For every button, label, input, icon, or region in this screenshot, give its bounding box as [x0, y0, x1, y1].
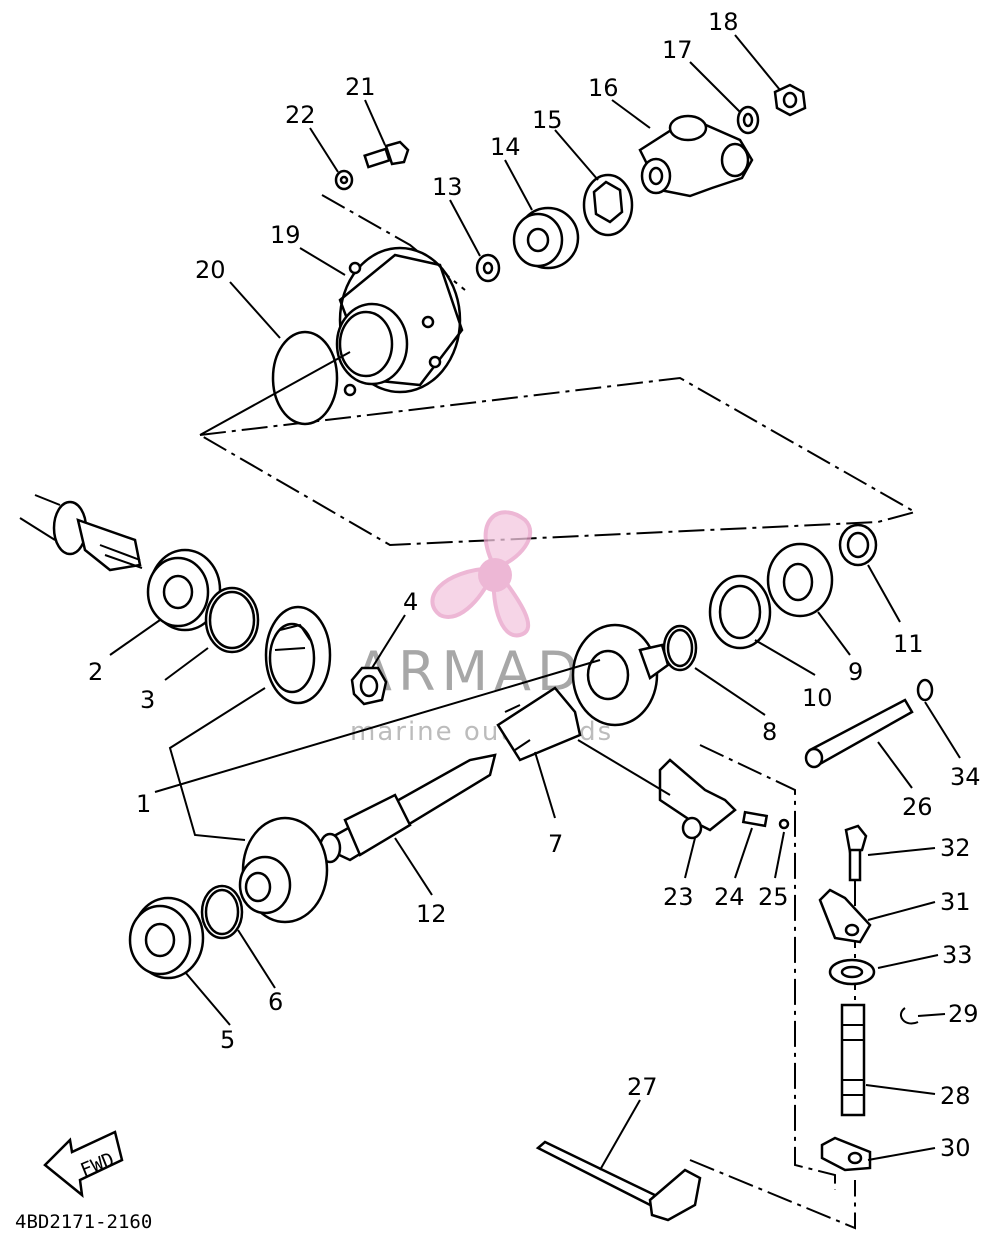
callout-17: 17 — [662, 36, 693, 64]
callout-21: 21 — [345, 73, 376, 101]
part-reverse-gear — [571, 623, 670, 727]
part-33-bushing — [828, 958, 876, 986]
part-14-bearing — [512, 206, 580, 270]
callout-1: 1 — [136, 790, 151, 818]
callout-7: 7 — [548, 830, 563, 858]
part-19-housing — [335, 246, 464, 397]
callout-3: 3 — [140, 686, 155, 714]
part-6-shim — [200, 884, 244, 940]
callout-11: 11 — [893, 630, 924, 658]
part-4-nut — [350, 666, 388, 706]
part-15-seal — [582, 173, 634, 237]
callout-27: 27 — [627, 1073, 658, 1101]
callout-22: 22 — [285, 101, 316, 129]
part-forward-gear-pinion — [238, 816, 329, 924]
callout-12: 12 — [416, 900, 447, 928]
callout-26: 26 — [902, 793, 933, 821]
callout-13: 13 — [432, 173, 463, 201]
part-22-washer — [334, 169, 354, 191]
part-32-bolt — [844, 824, 868, 882]
callout-15: 15 — [532, 106, 563, 134]
leader-lines — [109, 34, 961, 1171]
callout-14: 14 — [490, 133, 521, 161]
part-31-plate — [818, 888, 872, 944]
callout-20: 20 — [195, 256, 226, 284]
callout-33: 33 — [942, 941, 973, 969]
part-5-bearing — [128, 896, 205, 980]
callout-19: 19 — [270, 221, 301, 249]
watermark-propeller-logo — [430, 510, 533, 638]
drive-shaft-end — [19, 494, 143, 572]
part-10-bushing — [708, 574, 772, 650]
part-26-shift-rod — [804, 698, 914, 769]
callout-28: 28 — [940, 1082, 971, 1110]
part-30-lever — [820, 1136, 872, 1172]
assembly-line-upper — [199, 376, 918, 547]
callout-10: 10 — [802, 684, 833, 712]
callout-24: 24 — [714, 883, 745, 911]
callout-29: 29 — [948, 1000, 979, 1028]
callout-23: 23 — [663, 883, 694, 911]
part-24-pin — [741, 810, 769, 828]
part-3-shim — [204, 586, 260, 654]
callout-8: 8 — [762, 718, 777, 746]
callout-31: 31 — [940, 888, 971, 916]
callout-6: 6 — [268, 988, 283, 1016]
callout-2: 2 — [88, 658, 103, 686]
callout-32: 32 — [940, 834, 971, 862]
part-28-shift-shaft — [840, 1003, 866, 1117]
part-16-clamp — [638, 114, 754, 198]
part-17-washer — [736, 105, 760, 135]
callout-5: 5 — [220, 1026, 235, 1054]
part-12-propeller-shaft — [315, 753, 497, 864]
fwd-arrow-icon — [43, 1130, 124, 1198]
part-2-bearing — [146, 548, 222, 632]
part-11-retainer — [838, 523, 878, 567]
part-21-bolt — [363, 140, 410, 169]
part-18-nut — [773, 83, 807, 117]
part-27-shift-rod — [535, 1140, 702, 1222]
part-34-ring — [916, 678, 934, 702]
callout-9: 9 — [848, 658, 863, 686]
callout-18: 18 — [708, 8, 739, 36]
diagram-part-code: 4BD2171-2160 — [15, 1211, 152, 1233]
callout-25: 25 — [758, 883, 789, 911]
part-23-shift-cam — [658, 758, 737, 840]
part-25-ball — [778, 818, 790, 830]
part-13-washer — [475, 253, 501, 283]
part-9-bearing — [766, 542, 834, 618]
callout-4: 4 — [403, 588, 418, 616]
callout-30: 30 — [940, 1134, 971, 1162]
part-1-forward-gear — [264, 605, 332, 705]
assembly-line-shift — [699, 744, 836, 1190]
callout-34: 34 — [950, 763, 981, 791]
callout-16: 16 — [588, 74, 619, 102]
part-29-circlip — [899, 1007, 919, 1025]
part-7-clutch — [496, 686, 582, 762]
assembly-line-27 — [689, 1159, 856, 1230]
